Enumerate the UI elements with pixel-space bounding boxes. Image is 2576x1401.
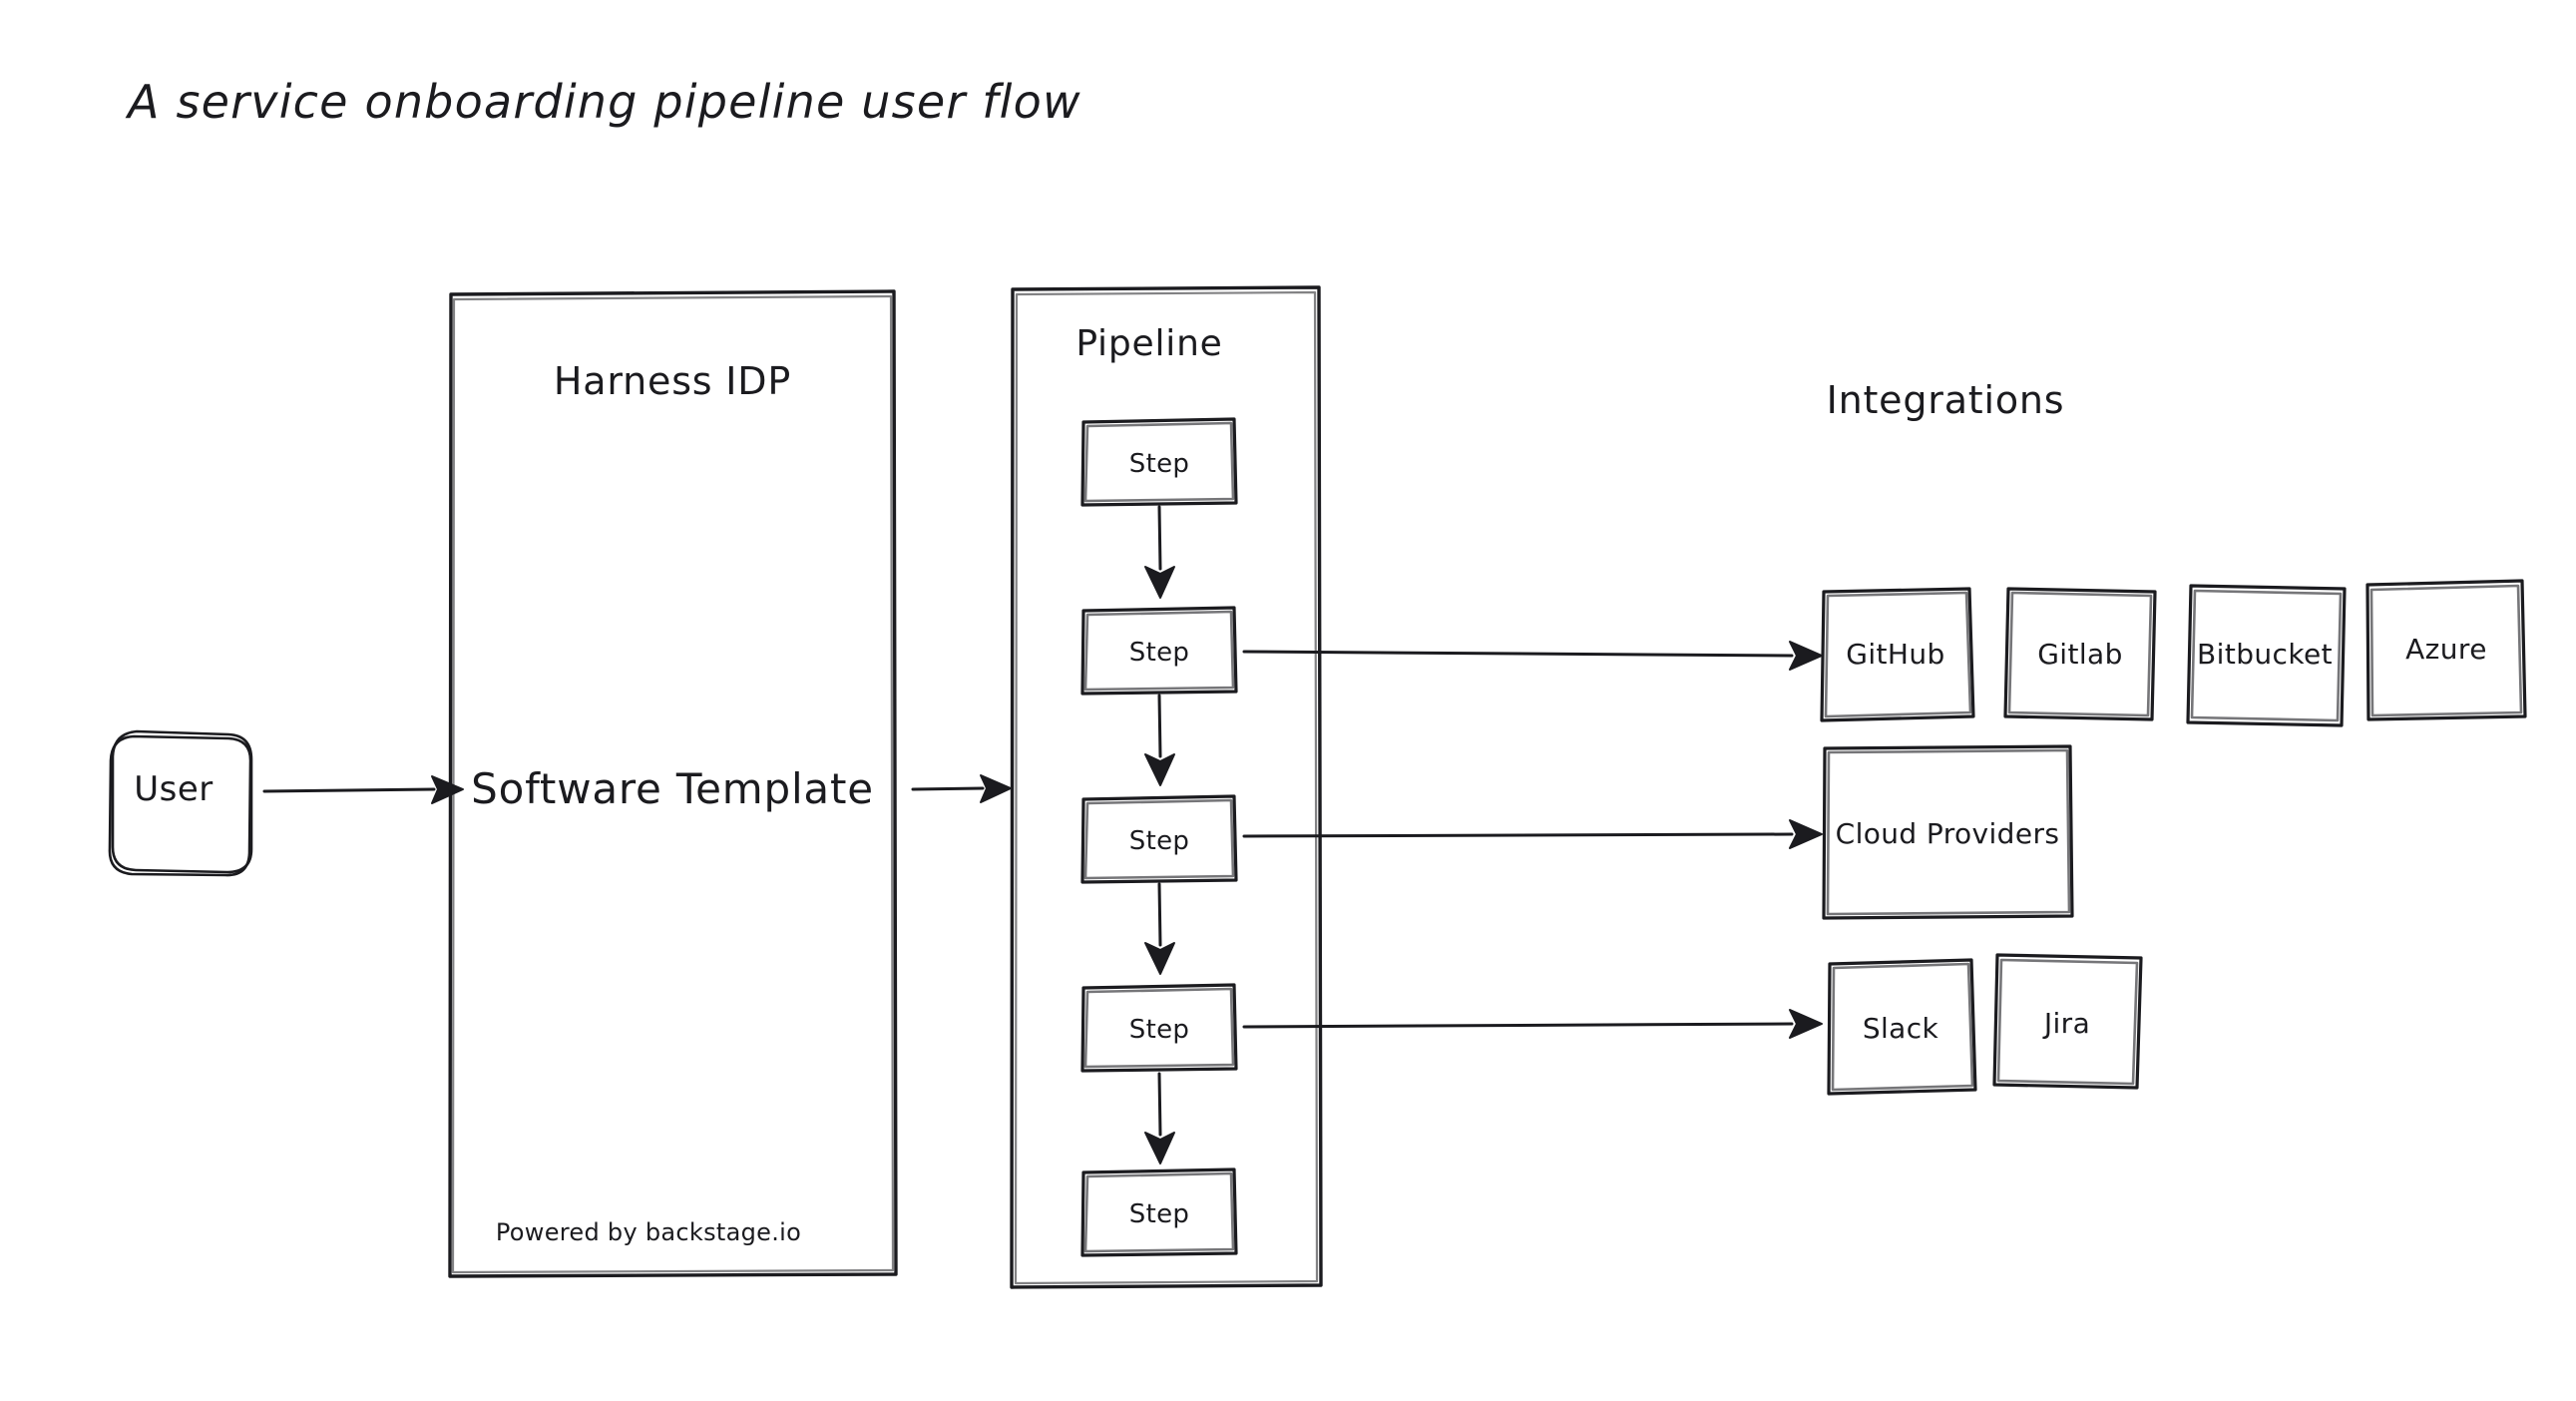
step-3-outline — [1080, 794, 1238, 884]
integration-github[interactable]: GitHub — [1820, 587, 1975, 722]
step-1-label: Step — [1129, 449, 1189, 479]
arrow-step2-to-step3 — [1144, 694, 1175, 786]
jira-box-outline-2 — [1996, 958, 2139, 1086]
harness-idp-title: Harness IDP — [554, 359, 791, 403]
step-5-label: Step — [1129, 1199, 1189, 1229]
software-template-label: Software Template — [471, 764, 874, 813]
integration-cloud-providers[interactable]: Cloud Providers — [1822, 744, 2074, 920]
arrow-step2-to-github — [1242, 641, 1823, 671]
arrow-step3-to-cloud-providers — [1242, 819, 1823, 849]
harness-idp-outline-2 — [451, 294, 895, 1274]
integration-jira[interactable]: Jira — [1992, 953, 2143, 1090]
container-harness-idp[interactable]: Harness IDP Software Template Powered by… — [448, 289, 898, 1278]
integration-azure[interactable]: Azure — [2365, 579, 2527, 721]
powered-by-label: Powered by backstage.io — [496, 1218, 801, 1246]
page-title: A service onboarding pipeline user flow — [125, 75, 1081, 129]
step-5-outline-2 — [1083, 1171, 1235, 1253]
step-4-outline-2 — [1083, 987, 1235, 1069]
integration-bitbucket[interactable]: Bitbucket — [2186, 584, 2347, 727]
step-2-outline — [1080, 606, 1238, 696]
arrow-user-to-harness — [262, 775, 464, 804]
step-1-outline-2 — [1083, 421, 1235, 503]
gitlab-box-outline — [2003, 587, 2157, 721]
slack-box-outline — [1827, 958, 1977, 1096]
azure-box-outline — [2365, 579, 2527, 721]
github-label: GitHub — [1846, 638, 1944, 671]
step-3-label: Step — [1129, 826, 1189, 856]
jira-box-outline — [1992, 953, 2143, 1090]
arrow-step4-to-slack — [1242, 1009, 1823, 1039]
bitbucket-box-outline — [2186, 584, 2347, 727]
pipeline-step-3[interactable]: Step — [1080, 794, 1238, 884]
integration-gitlab[interactable]: Gitlab — [2003, 587, 2157, 721]
harness-idp-outline — [448, 289, 898, 1278]
step-3-outline-2 — [1083, 798, 1235, 880]
pipeline-step-1[interactable]: Step — [1080, 417, 1238, 507]
step-4-label: Step — [1129, 1015, 1189, 1045]
azure-label: Azure — [2405, 633, 2487, 666]
pipeline-outline-2 — [1014, 290, 1319, 1285]
slack-label: Slack — [1863, 1012, 1939, 1045]
user-box-outline-2 — [111, 729, 253, 874]
cloud-providers-label: Cloud Providers — [1836, 817, 2060, 850]
azure-box-outline-2 — [2369, 584, 2523, 717]
gitlab-label: Gitlab — [2037, 638, 2123, 671]
pipeline-outline — [1010, 285, 1323, 1289]
pipeline-step-5[interactable]: Step — [1080, 1168, 1238, 1257]
github-box-outline-2 — [1824, 591, 1972, 718]
user-label: User — [134, 769, 214, 809]
container-pipeline[interactable]: Pipeline Step Step — [1010, 285, 1323, 1289]
cloud-providers-box-outline-2 — [1826, 748, 2071, 916]
cloud-providers-box-outline — [1822, 744, 2074, 920]
gitlab-box-outline-2 — [2007, 591, 2153, 717]
node-user[interactable]: User — [108, 729, 253, 877]
bitbucket-box-outline-2 — [2190, 589, 2343, 722]
integration-slack[interactable]: Slack — [1827, 958, 1977, 1096]
arrow-harness-to-pipeline — [911, 774, 1012, 803]
step-1-outline — [1080, 417, 1238, 507]
arrow-step3-to-step4 — [1144, 882, 1175, 975]
slack-box-outline-2 — [1831, 962, 1974, 1092]
step-5-outline — [1080, 1168, 1238, 1257]
github-box-outline — [1820, 587, 1975, 722]
arrow-step1-to-step2 — [1144, 505, 1175, 599]
bitbucket-label: Bitbucket — [2197, 638, 2333, 671]
step-4-outline — [1080, 983, 1238, 1073]
integrations-title: Integrations — [1827, 378, 2065, 422]
step-2-label: Step — [1129, 638, 1189, 668]
pipeline-title: Pipeline — [1075, 323, 1222, 364]
arrow-step4-to-step5 — [1144, 1072, 1175, 1165]
pipeline-step-4[interactable]: Step — [1080, 983, 1238, 1073]
step-2-outline-2 — [1083, 610, 1235, 692]
jira-label: Jira — [2042, 1007, 2090, 1040]
pipeline-step-2[interactable]: Step — [1080, 606, 1238, 696]
